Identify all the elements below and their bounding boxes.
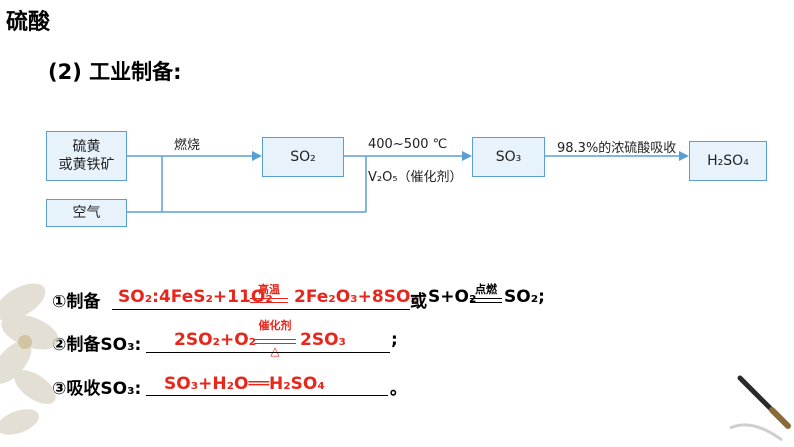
eq1-condition: 高温 — [258, 283, 280, 296]
eq1-or: 或 — [410, 292, 427, 312]
box-sulfur-ore: 硫黄 或黄铁矿 — [46, 131, 127, 181]
box-so3: SO₃ — [472, 137, 545, 177]
eq2-condition-top: 催化剂 — [258, 319, 292, 332]
eq1-alt-equals-bar-2 — [470, 302, 502, 303]
page-title: 硫酸 — [6, 10, 51, 35]
eq1-alt-reactants: S+O₂ — [428, 287, 477, 307]
eq2-answer-products: 2SO₃ — [300, 330, 346, 350]
eq3-end: 。 — [390, 379, 407, 399]
box-so2-label: SO₂ — [290, 149, 316, 165]
arrowhead-3 — [679, 151, 689, 161]
label-catalyst: V₂O₅（催化剂） — [368, 170, 463, 185]
eq1-alt-condition: 点燃 — [475, 283, 497, 296]
flower-decoration-icon — [0, 283, 59, 435]
eq2-answer-reactants: 2SO₂+O₂ — [174, 330, 257, 350]
eq2-equals-bar — [254, 339, 296, 340]
eq1-alt-equals-bar — [470, 298, 502, 299]
box-air: 空气 — [46, 199, 127, 227]
box-so2: SO₂ — [262, 137, 344, 177]
label-burn: 燃烧 — [174, 138, 201, 153]
arrowhead-1 — [252, 151, 262, 161]
eq2-equals-bar-2 — [254, 343, 296, 344]
eq1-prefix: ①制备 — [52, 292, 101, 312]
eq3-underline — [146, 395, 388, 396]
box-h2so4: H₂SO₄ — [689, 141, 767, 181]
eq1-equals-bar-2 — [250, 302, 288, 303]
box-ore-line1: 硫黄 — [72, 139, 101, 155]
box-ore-line2: 或黄铁矿 — [58, 157, 115, 173]
eq1-alt-products: SO₂; — [504, 287, 545, 307]
eq3-answer: SO₃+H₂O══H₂SO₄ — [164, 374, 325, 394]
label-absorb: 98.3%的浓硫酸吸收 — [557, 141, 677, 156]
box-so3-label: SO₃ — [495, 149, 522, 165]
section-heading: (2) 工业制备: — [48, 60, 182, 84]
eq2-condition-bottom: △ — [270, 344, 280, 358]
eq3-prefix: ③吸收SO₃: — [52, 379, 142, 399]
arrowhead-2 — [462, 151, 472, 161]
brush-decoration-icon — [729, 375, 791, 442]
box-h2so4-label: H₂SO₄ — [707, 153, 749, 169]
label-temperature: 400~500 ℃ — [368, 137, 448, 152]
eq2-end: ; — [391, 330, 398, 350]
eq1-equals-bar — [250, 298, 288, 299]
eq2-prefix: ②制备SO₃: — [52, 335, 142, 355]
eq1-underline — [112, 309, 410, 310]
eq1-answer-products: 2Fe₂O₃+8SO₂ — [294, 287, 418, 307]
eq1-answer-reactants: SO₂:4FeS₂+11O₂ — [118, 287, 273, 307]
box-air-label: 空气 — [72, 205, 101, 221]
eq2-underline — [146, 352, 390, 353]
